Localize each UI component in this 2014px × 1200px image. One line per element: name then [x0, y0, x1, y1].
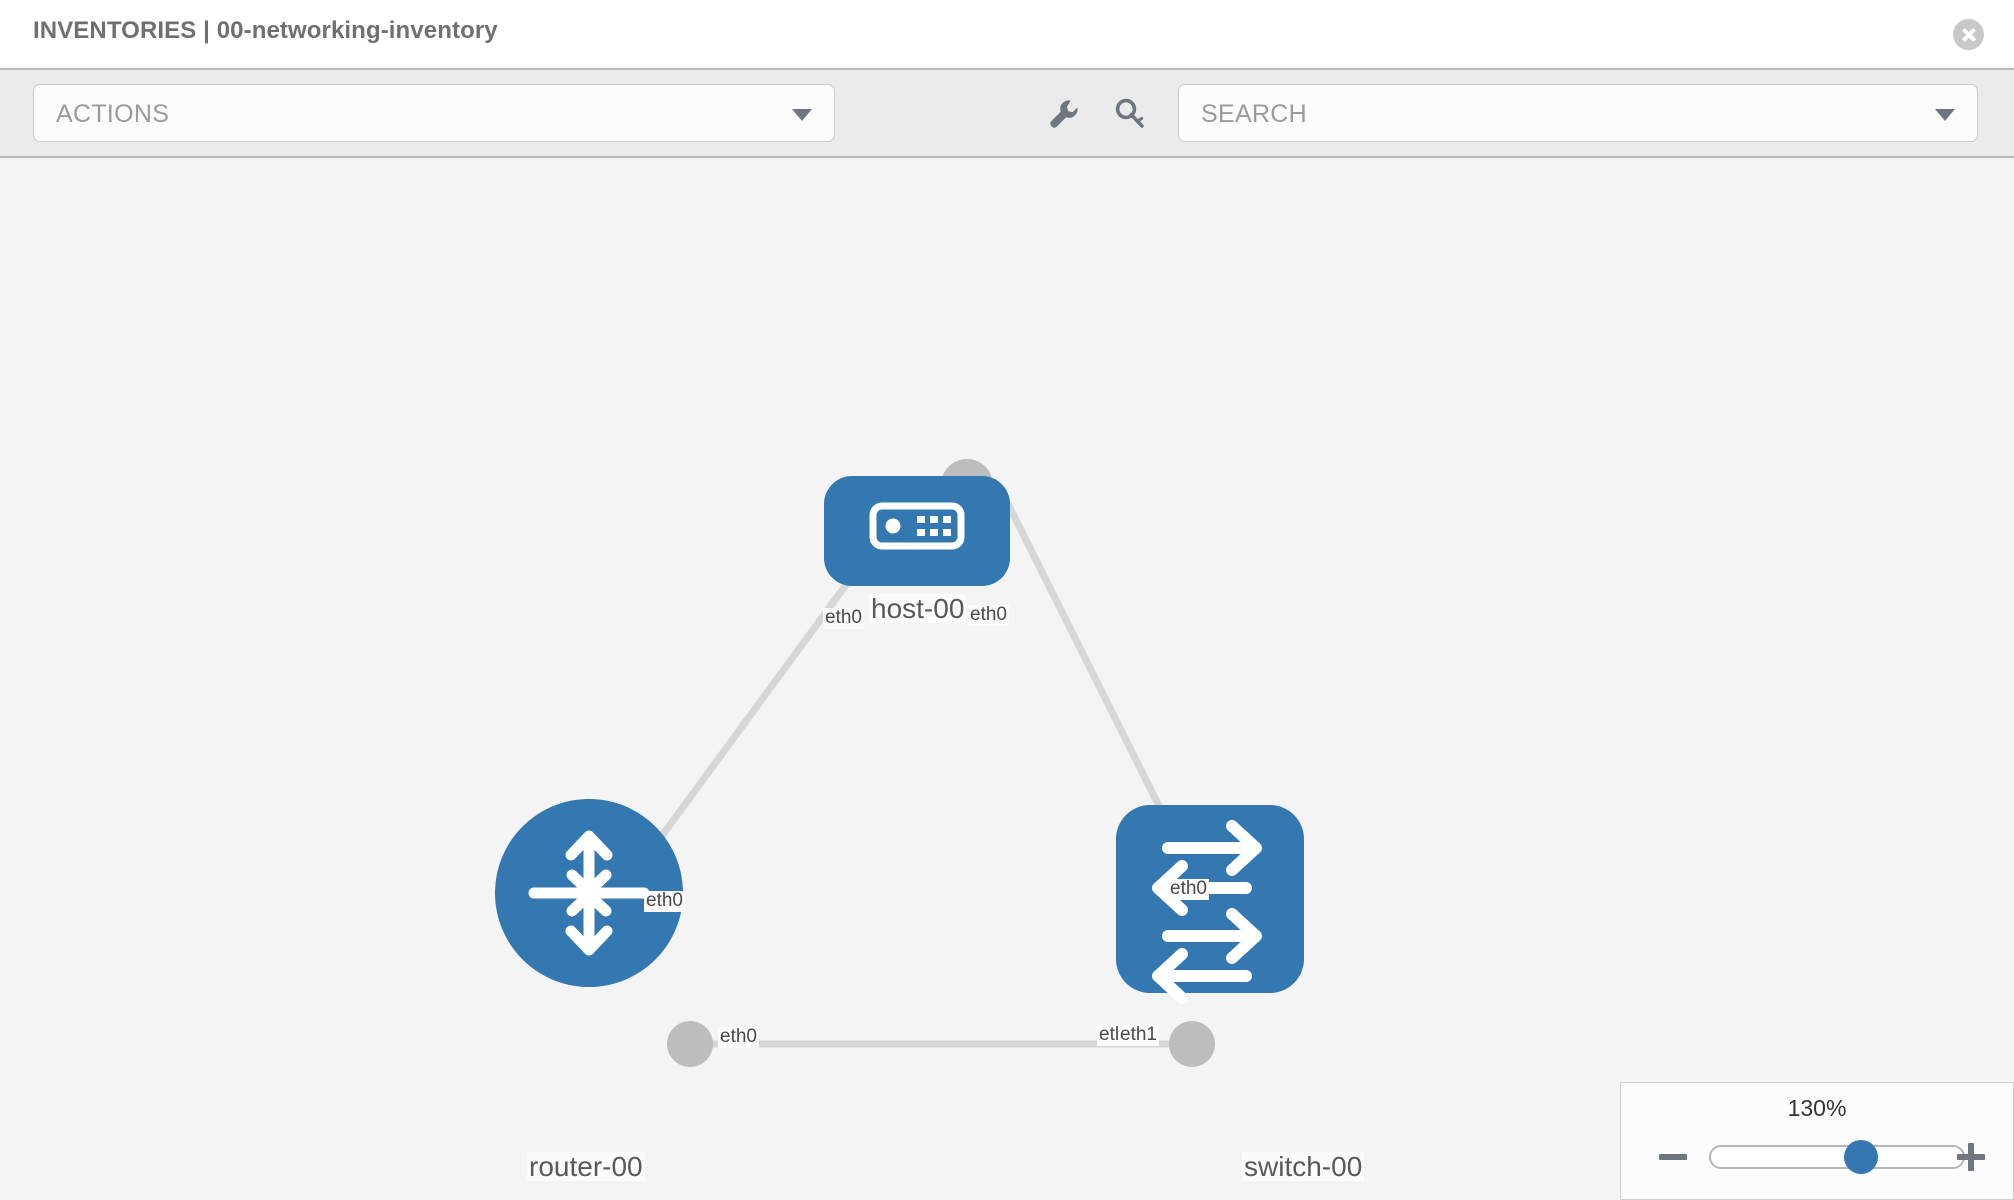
- interface-label: eth0: [968, 604, 1009, 626]
- chevron-down-icon: [792, 109, 812, 121]
- connector-switch-left: [1169, 1021, 1215, 1067]
- node-host-00: [824, 476, 1010, 586]
- minus-icon[interactable]: [1659, 1143, 1687, 1171]
- topology-graph: [495, 459, 1304, 1067]
- switch-arrows-icon: [1152, 820, 1262, 1004]
- router-arrows-icon: [528, 830, 650, 956]
- search-placeholder-text: SEARCH: [1201, 100, 1307, 128]
- close-icon[interactable]: [1953, 19, 1984, 50]
- toolbar: ACTIONS SEARCH: [0, 68, 2014, 158]
- key-icon[interactable]: [1112, 96, 1148, 132]
- node-switch-00: [1116, 805, 1304, 1004]
- wrench-icon[interactable]: [1046, 96, 1082, 132]
- zoom-percent-label: 130%: [1787, 1095, 1847, 1121]
- zoom-slider-track[interactable]: [1709, 1140, 1965, 1174]
- chevron-down-icon[interactable]: [1935, 109, 1955, 121]
- window-header: INVENTORIES | 00-networking-inventory: [0, 0, 2014, 68]
- actions-dropdown-label: ACTIONS: [56, 100, 170, 128]
- node-label-host: host-00: [869, 593, 967, 624]
- node-label-router: router-00: [527, 1151, 645, 1182]
- connector-router-right: [667, 1021, 713, 1067]
- node-label-switch: switch-00: [1242, 1151, 1365, 1182]
- actions-dropdown[interactable]: ACTIONS: [33, 84, 835, 142]
- interface-label: eth0: [823, 607, 864, 629]
- plus-icon[interactable]: [1957, 1143, 1985, 1171]
- interface-label: eth0: [1168, 878, 1209, 900]
- zoom-slider-row: [1621, 1137, 2013, 1177]
- interface-label: eth0: [644, 890, 685, 912]
- zoom-control-panel: 130%: [1620, 1082, 2014, 1200]
- node-router-00: [495, 799, 683, 987]
- search-input[interactable]: SEARCH: [1178, 84, 1978, 142]
- interface-label: eth1: [1118, 1024, 1159, 1046]
- interface-label: eth0: [718, 1026, 759, 1048]
- server-icon: [869, 502, 965, 550]
- page-title: INVENTORIES | 00-networking-inventory: [33, 17, 498, 44]
- topology-canvas[interactable]: eth0 eth0 eth0 eth0 eth0 eth0 eth1 host-…: [0, 158, 2014, 1200]
- zoom-slider-handle[interactable]: [1844, 1140, 1879, 1174]
